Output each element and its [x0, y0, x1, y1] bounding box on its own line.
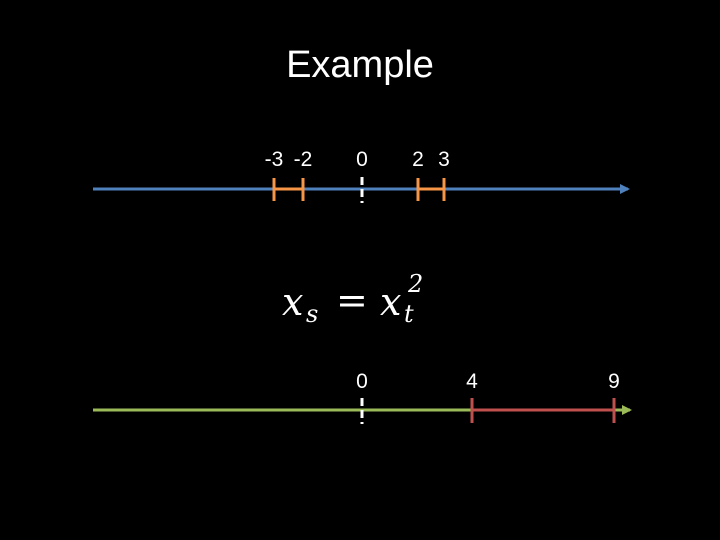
top-interval-2-3	[416, 178, 446, 201]
formula: x s = x t 2	[282, 270, 442, 332]
top-tick-label-neg2: -2	[293, 148, 313, 171]
bottom-interval-4-9	[470, 398, 616, 423]
formula-rhs-sup: 2	[408, 270, 424, 298]
formula-rhs-var: x	[380, 280, 402, 324]
formula-equals: =	[336, 278, 368, 322]
slide-title: Example	[286, 44, 434, 86]
top-tick-label-2: 2	[412, 148, 424, 171]
formula-rhs-sub: t	[404, 300, 414, 328]
formula-lhs-sub: s	[306, 300, 319, 328]
top-tick-label-neg3: -3	[264, 148, 284, 171]
top-tick-label-3: 3	[438, 148, 450, 171]
top-interval-neg3-neg2	[272, 178, 305, 201]
formula-lhs-var: x	[282, 280, 304, 324]
bottom-tick-label-9: 9	[608, 370, 620, 393]
bottom-tick-label-4: 4	[466, 370, 478, 393]
top-tick-label-zero: 0	[356, 148, 368, 171]
bottom-tick-label-zero: 0	[356, 370, 368, 393]
